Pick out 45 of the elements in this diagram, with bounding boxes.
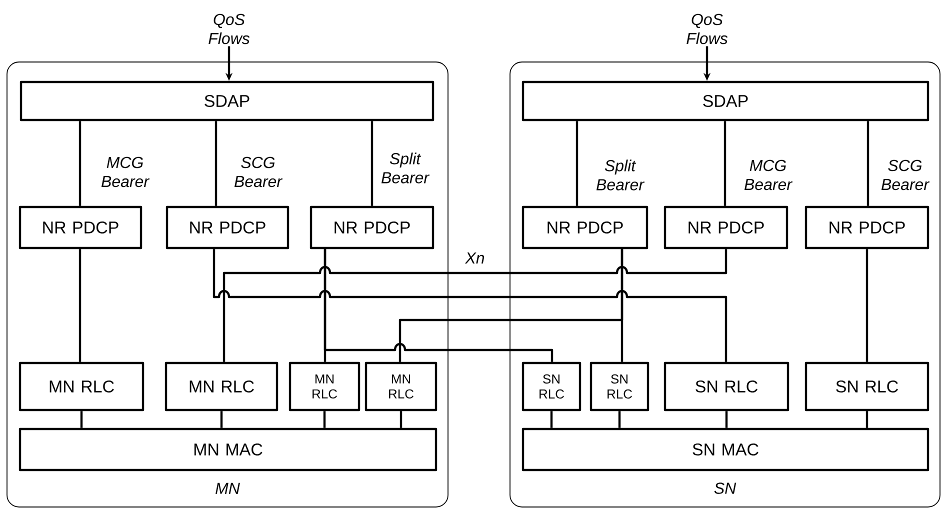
layer-box: SN RLC [664, 362, 790, 412]
layer-box: SN MAC [522, 428, 930, 472]
layer-box: NR PDCP [522, 206, 648, 250]
flow-label: QoS Flows [208, 14, 250, 44]
edge-label: MCG Bearer [101, 156, 150, 188]
connector [323, 411, 326, 428]
layer-box: MN RLC [288, 362, 360, 412]
interface-label: Xn [464, 252, 484, 264]
layer-box: MN RLC [364, 362, 438, 412]
connector [724, 121, 726, 206]
layer-box: SDAP [522, 80, 930, 122]
layer-box: SDAP [20, 80, 434, 122]
layer-box: SN RLC [590, 362, 650, 412]
connector [866, 411, 868, 428]
layer-box: SN RLC [522, 362, 582, 412]
connector [80, 411, 83, 428]
connector [618, 411, 621, 428]
layer-box: SN RLC [804, 362, 930, 412]
connector [324, 249, 554, 362]
connector [725, 411, 728, 428]
connector [550, 411, 553, 428]
layer-box: NR PDCP [310, 206, 434, 250]
layer-box: MN MAC [18, 428, 438, 472]
connector [866, 249, 868, 362]
connector [866, 121, 870, 206]
connector [214, 121, 218, 206]
flow-label: QoS Flows [686, 14, 728, 44]
connector [576, 121, 578, 206]
connector [220, 411, 223, 428]
connector [400, 411, 402, 428]
edge-label: SCG Bearer [881, 160, 930, 190]
layer-box: NR PDCP [18, 206, 142, 250]
connector [78, 121, 82, 206]
layer-box: NR PDCP [166, 206, 290, 250]
layer-box: MN RLC [164, 362, 278, 412]
edge-label: SCG Bearer [234, 156, 283, 188]
connector [370, 121, 374, 206]
layer-box: NR PDCP [664, 206, 788, 250]
edge-label: Split Bearer [381, 152, 430, 184]
edge-label: MCG Bearer [744, 160, 793, 190]
layer-box: NR PDCP [804, 206, 930, 250]
layer-box: MN RLC [18, 362, 144, 412]
edge-label: Split Bearer [596, 160, 645, 190]
connector [398, 249, 624, 362]
connector [78, 249, 82, 362]
